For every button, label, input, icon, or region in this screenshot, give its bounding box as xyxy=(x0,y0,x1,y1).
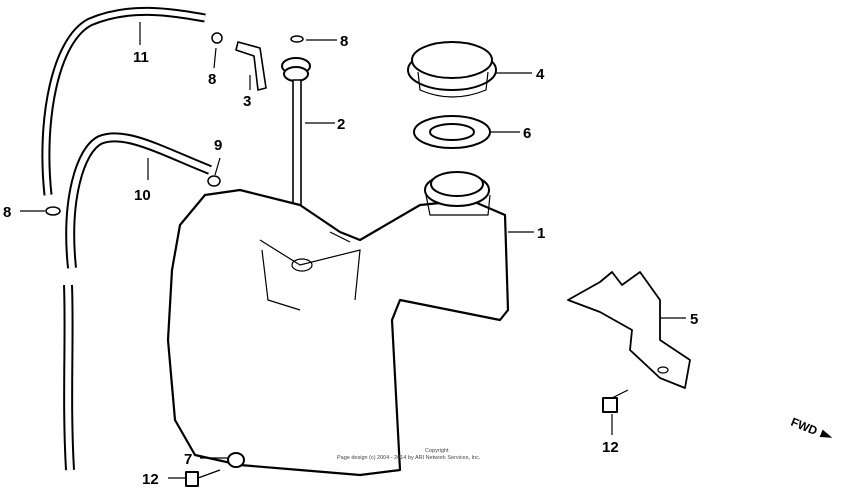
clip-9[interactable] xyxy=(207,175,221,187)
bolt-12-left[interactable] xyxy=(185,469,221,487)
gasket-6[interactable] xyxy=(413,115,491,149)
hose-11[interactable] xyxy=(41,6,206,196)
callout-12-right: 12 xyxy=(602,439,619,456)
filler-tube-2[interactable] xyxy=(281,57,311,211)
callout-6: 6 xyxy=(523,125,531,142)
clip-8-top[interactable] xyxy=(211,32,304,44)
callout-8-top-left: 8 xyxy=(208,71,216,88)
hose-10[interactable] xyxy=(65,132,212,269)
grommet-7[interactable] xyxy=(227,452,245,468)
callout-9: 9 xyxy=(214,137,222,154)
callout-3: 3 xyxy=(243,93,251,110)
copyright-line-2: Page design (c) 2004 - 2014 by ARI Netwo… xyxy=(337,455,481,461)
callout-8-left: 8 xyxy=(3,204,11,221)
callout-5: 5 xyxy=(690,311,698,328)
copyright-line-1: Copyright xyxy=(425,448,449,454)
hose-lower-segment[interactable] xyxy=(63,284,75,471)
callout-8-top-right: 8 xyxy=(340,33,348,50)
callout-11: 11 xyxy=(133,49,149,66)
callout-10: 10 xyxy=(134,187,151,204)
callout-7: 7 xyxy=(184,451,192,468)
callout-1: 1 xyxy=(537,225,545,242)
callout-12-left: 12 xyxy=(142,471,159,488)
leader-lines xyxy=(20,22,686,479)
bolt-12-right[interactable] xyxy=(602,389,629,413)
fwd-arrow: FWD xyxy=(789,415,833,438)
bracket-5[interactable] xyxy=(567,271,691,389)
arrow-icon xyxy=(819,429,833,438)
clip-8-left[interactable] xyxy=(45,206,61,216)
joint-3[interactable] xyxy=(235,41,267,91)
fwd-label: FWD xyxy=(789,415,820,438)
callout-2: 2 xyxy=(337,116,345,133)
cap-4[interactable] xyxy=(407,41,497,98)
fuel-tank-1[interactable] xyxy=(166,171,510,477)
callout-4: 4 xyxy=(536,66,545,83)
